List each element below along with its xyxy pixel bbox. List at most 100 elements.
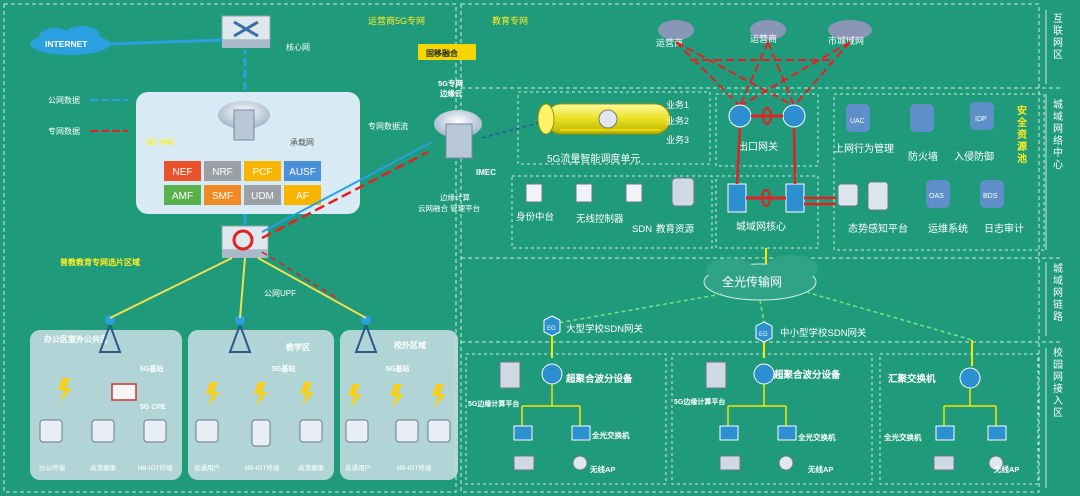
idp-icon-label: IDP <box>975 116 987 123</box>
eg-label: EG <box>547 326 556 332</box>
vnf-cell-label: SMF <box>212 191 233 202</box>
campus-tree-lines <box>521 384 997 428</box>
wireless-ap-label: 无线AP <box>807 464 833 474</box>
security-pool-char: 安 <box>1017 104 1027 117</box>
vnf-cell-label: AUSF <box>289 167 316 178</box>
side-label-char: 区 <box>1053 407 1063 419</box>
internet-link <box>109 38 223 46</box>
vnf-title: 5G VNF <box>146 138 175 147</box>
bs-5g-label: 5G基站 <box>272 364 295 373</box>
sec-situation-label: 态势感知平台 <box>848 222 908 235</box>
optical-links <box>551 291 973 341</box>
campus-small-box <box>671 353 873 485</box>
side-label-char: 网 <box>1053 287 1063 299</box>
security-pool-char: 全 <box>1016 116 1028 129</box>
vnf-cell-nef <box>164 161 201 181</box>
terminal-icons <box>39 419 451 447</box>
service-icons <box>525 177 695 207</box>
edge-desc-1: 边缘计算 <box>440 192 470 202</box>
bs-5g-label: 5G基站 <box>140 364 163 373</box>
carrier-net-label: 承载网 <box>290 137 314 147</box>
zone-outside <box>340 330 458 480</box>
security-box <box>833 93 1045 251</box>
terminal-label: NB-IOT终端 <box>137 463 173 472</box>
vnf-cell-pcf <box>244 161 281 181</box>
sec-fw-label: 防火墙 <box>908 150 938 163</box>
vnf-cell-ausf <box>284 161 321 181</box>
uac-icon-label: UAC <box>850 118 865 125</box>
services-box <box>511 175 713 249</box>
vnf-cell-label: PCF <box>253 167 273 178</box>
side-label-char: 心 <box>1053 159 1063 171</box>
fusion-badge <box>418 44 476 60</box>
cpe-label: 5G CPE <box>140 404 166 411</box>
upf-router-icon <box>221 225 269 258</box>
operator-region-title: 运营商5G专网 <box>368 15 425 26</box>
bs-private-link <box>261 251 341 301</box>
sec-ops-label: 运维系统 <box>928 222 968 235</box>
exit-gateway-label: 出口网关 <box>738 140 778 153</box>
bs-link <box>239 257 246 319</box>
side-label-char: 络 <box>1053 134 1063 147</box>
side-label-char: 区 <box>1053 49 1063 61</box>
campus-large-box <box>465 353 667 485</box>
svc-edu-label: 教育资源 <box>656 223 695 235</box>
vnf-box <box>136 92 360 214</box>
sec-ips-label: 入侵防御 <box>954 150 994 163</box>
edge-to-scheduler-link <box>481 121 543 139</box>
slice-area-label: 普教教育专网选片区域 <box>60 257 140 267</box>
zone-office-label: 办公区室外公共区 <box>44 334 108 344</box>
carrier-2-label: 运营商 <box>750 33 777 44</box>
edge-desc-2: 云网融合 管理平台 <box>418 203 480 213</box>
service-3-label: 业务3 <box>666 134 689 145</box>
optical-switch-label: 全光交换机 <box>591 430 630 440</box>
vnf-cell-nrf <box>204 161 241 181</box>
side-label-char: 域 <box>1053 274 1063 287</box>
svc-sdn-label: SDN <box>632 224 652 235</box>
private-flow-line <box>261 150 429 240</box>
carrier-3-label: 市城域网 <box>828 35 864 46</box>
campus-agg-box <box>879 353 1039 485</box>
edge-platform-label: 5G边缘计算平台 <box>468 399 519 408</box>
scheduler-label: 5G流量智能调度单元 <box>547 152 640 165</box>
education-region-title: 教育专网 <box>492 15 528 26</box>
security-icons <box>837 102 1004 211</box>
bs-link <box>257 257 367 319</box>
core-net-label: 核心网 <box>286 42 310 52</box>
terminal-label: 高清摄像 <box>298 463 325 472</box>
signal-bolt-icons <box>58 378 446 408</box>
agg-switch-label: 汇聚交换机 <box>888 373 936 385</box>
carrier-links <box>675 41 851 107</box>
side-label-char: 链 <box>1053 298 1063 311</box>
optical-net-label: 全光传输网 <box>722 274 782 289</box>
side-label-char: 联 <box>1053 25 1063 37</box>
zone-teaching-label: 教学区 <box>285 342 310 352</box>
vnf-cell-label: AMF <box>172 191 193 202</box>
fusion-label: 固移融合 <box>426 48 459 58</box>
terminal-label: NB-IOT终端 <box>396 463 432 472</box>
sec-log-label: 日志审计 <box>984 222 1024 235</box>
vnf-cell-smf <box>204 185 241 205</box>
terminal-label: 普通用户 <box>194 463 220 472</box>
vnf-cell-label: NEF <box>173 167 193 178</box>
security-pool-char: 源 <box>1017 140 1027 153</box>
private-flow-label: 专网数据流 <box>368 121 408 131</box>
side-label-char: 路 <box>1053 310 1063 323</box>
side-label-char: 互 <box>1053 13 1063 25</box>
metro-core-icons <box>727 127 836 213</box>
carrier-cloud-icon <box>658 20 872 40</box>
public-flow-line <box>261 141 433 233</box>
terminal-label: 办公终端 <box>39 463 66 472</box>
vnf-cell-af <box>284 185 321 205</box>
switch-ap-icons <box>513 425 1007 471</box>
edge-cloud-label-1: 5G专网 <box>438 78 464 88</box>
small-school-label: 中小型学校SDN网关 <box>780 327 867 339</box>
security-pool-char: 池 <box>1017 152 1027 165</box>
security-pool-char: 资 <box>1017 128 1027 141</box>
side-label-char: 城 <box>1053 99 1063 111</box>
internet-cloud-icon <box>30 26 110 55</box>
